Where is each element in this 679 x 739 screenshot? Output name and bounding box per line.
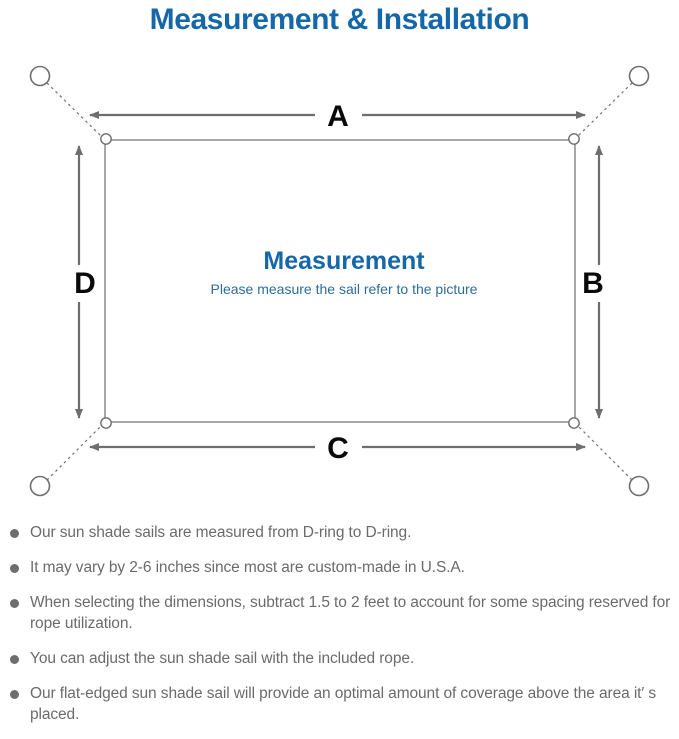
anchor-points [29,65,650,497]
anchor-point-top-right [628,65,650,87]
dimension-b: B [582,145,604,419]
list-item: When selecting the dimensions, subtract … [0,592,679,634]
note-text: Our flat-edged sun shade sail will provi… [30,685,657,723]
bullet-icon [10,690,19,699]
page-title: Measurement & Installation [149,3,530,36]
dimension-a: A [89,100,586,133]
d-ring-bottom-left [100,417,112,429]
rope-line-bottom-left [46,425,102,481]
bullet-icon [10,655,19,664]
notes-list: Our sun shade sails are measured from D-… [0,522,679,739]
rope-lines [46,82,633,481]
anchor-point-bottom-right [628,475,650,497]
list-item: Our sun shade sails are measured from D-… [0,522,679,543]
note-text: Our sun shade sails are measured from D-… [30,524,412,541]
diagram-center-heading: Measurement [263,247,425,275]
rope-line-bottom-right [577,425,633,481]
dimension-b-label: B [582,267,604,300]
note-text: It may vary by 2-6 inches since most are… [30,559,465,576]
anchor-point-top-left [29,65,51,87]
dimension-d-label: D [74,267,96,300]
diagram-center-subtext: Please measure the sail refer to the pic… [211,281,478,297]
note-text: When selecting the dimensions, subtract … [30,594,671,632]
note-text: You can adjust the sun shade sail with t… [30,650,415,667]
list-item: You can adjust the sun shade sail with t… [0,648,679,669]
d-ring-top-right [568,133,580,145]
bullet-icon [10,529,19,538]
dimension-c-label: C [327,432,349,465]
bullet-icon [10,564,19,573]
dimension-c: C [89,432,586,465]
d-ring-bottom-right [568,417,580,429]
dimension-d: D [74,145,96,419]
dimension-a-label: A [327,100,349,133]
measurement-diagram: A C D B Measurement Please measure the s… [0,50,679,515]
rope-line-top-right [577,82,633,137]
d-ring-top-left [100,133,112,145]
bullet-icon [10,599,19,608]
d-rings [100,133,580,429]
list-item: It may vary by 2-6 inches since most are… [0,557,679,578]
sail-rectangle [104,139,576,423]
anchor-point-bottom-left [29,475,51,497]
list-item: Our flat-edged sun shade sail will provi… [0,683,679,725]
rope-line-top-left [46,82,102,137]
